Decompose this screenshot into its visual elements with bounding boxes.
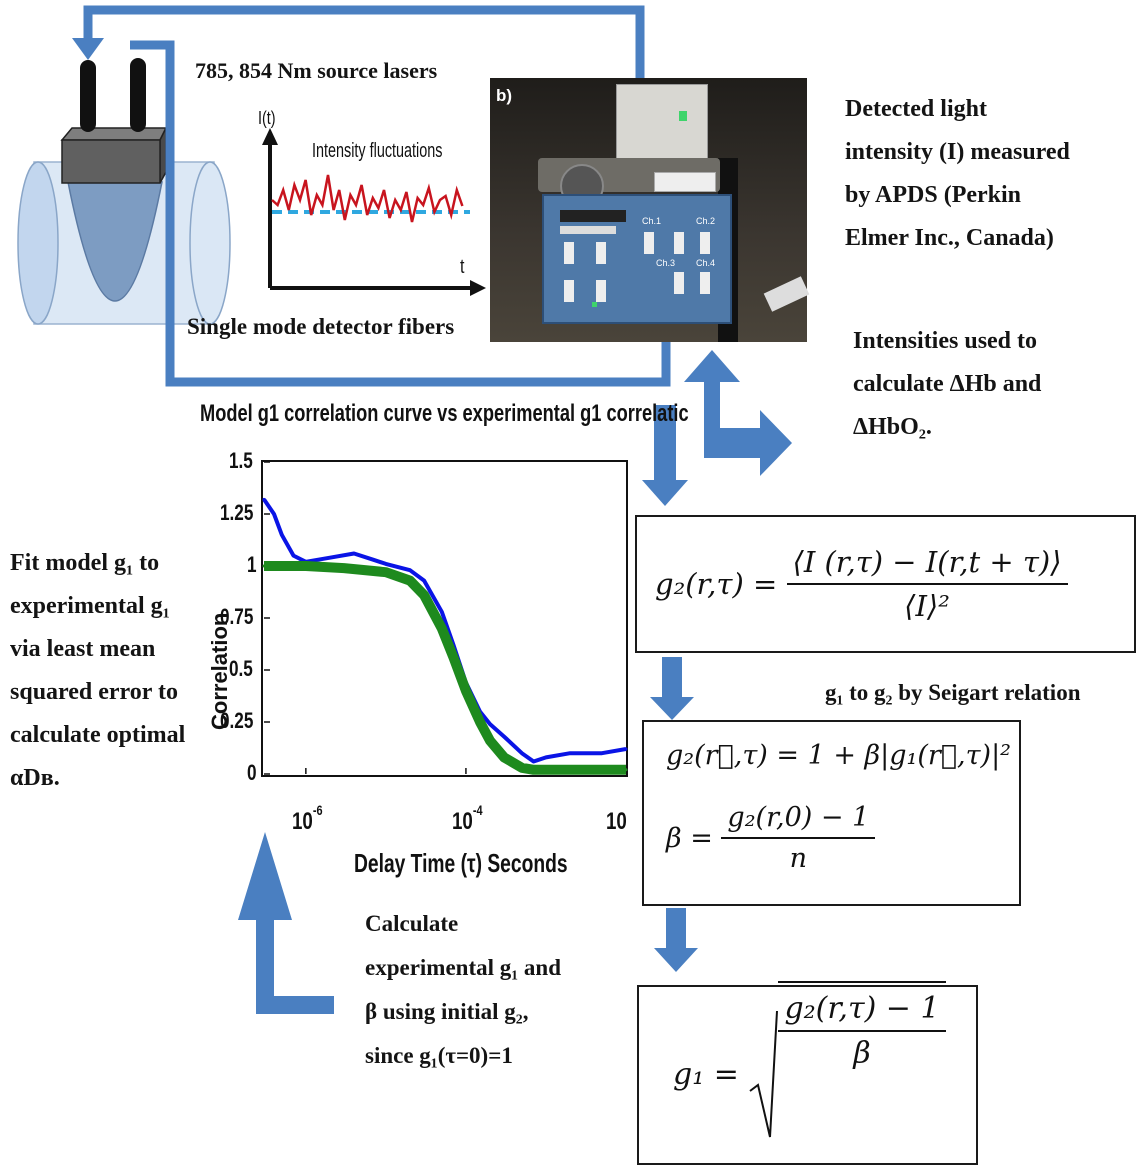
experimental-data-point (408, 568, 412, 572)
g1-box: g₁ = g₂(r,τ) − 1 β (637, 981, 978, 1165)
model-data-point (478, 720, 482, 724)
source-lasers-label: 785, 854 Nm source lasers (195, 58, 438, 83)
siegert-equation: g₂(r⃗,τ) = 1 + β|g₁(r⃗,τ)|² (666, 740, 1011, 771)
chart-x-label: Delay Time (τ) Seconds (354, 848, 568, 878)
chart-title: Model g1 correlation curve vs experiment… (200, 400, 689, 427)
experimental-data-point (520, 751, 524, 755)
experimental-data-point (600, 751, 604, 755)
channel-label-1: Ch.1 (642, 216, 662, 226)
y-tick-label: 0.25 (220, 708, 254, 733)
experimental-data-point (532, 760, 536, 763)
y-tick-label: 0.5 (229, 656, 253, 681)
experimental-data-point (422, 579, 426, 583)
experimental-data-point (488, 722, 492, 726)
y-tick-label: 1.5 (229, 448, 253, 473)
model-data-point (544, 768, 548, 772)
apd-module: Ch.1 Ch.2 Ch.3 Ch.4 (542, 194, 732, 324)
y-tick-label: 0.75 (220, 604, 254, 629)
x-tick-label: 10-4 (451, 802, 483, 835)
model-data-point (422, 593, 426, 597)
channel-label-4: Ch.4 (696, 258, 716, 268)
experimental-data-point (272, 512, 276, 516)
experimental-data-point (280, 533, 284, 537)
flow-arrows (238, 350, 792, 1014)
g2-equation: g₂(r,τ) = ⟨I (r,τ) − I(r,t + τ)⟩ ⟨I⟩² (655, 539, 1068, 629)
y-tick-label: 1.25 (220, 500, 254, 525)
experimental-data-point (568, 751, 572, 755)
experimental-data-point (384, 562, 388, 566)
model-data-point (582, 768, 586, 772)
model-data-point (502, 755, 506, 759)
siegert-box: g₂(r⃗,τ) = 1 + β|g₁(r⃗,τ)|² β = g₂(r,0) … (642, 720, 1021, 906)
experimental-data-point (292, 554, 295, 558)
optode-probe (60, 58, 168, 184)
beta-equation: β = g₂(r,0) − 1 n (666, 802, 876, 874)
model-data-point (464, 689, 468, 693)
y-tick-label: 0 (247, 760, 257, 785)
experimental-data-point (440, 610, 444, 614)
channel-label-2: Ch.2 (696, 216, 716, 226)
model-data-point (384, 570, 388, 574)
experimental-data-point (372, 558, 375, 562)
experimental-data-point (352, 552, 356, 555)
model-data-point (342, 566, 346, 570)
intensities-label: Intensities used to calculate ΔHb and ΔH… (853, 328, 1042, 440)
x-tick-label: 10 (606, 808, 627, 835)
correlation-chart (261, 460, 628, 777)
experimental-data-point (624, 747, 628, 751)
channel-label-3: Ch.3 (656, 258, 676, 268)
arrow-head-laser-in (72, 38, 104, 60)
model-data-point (532, 768, 536, 772)
detector-fibers-label: Single mode detector fibers (187, 314, 455, 339)
head-phantom (17, 161, 231, 325)
inset-title: Intensity fluctuations (312, 140, 443, 162)
model-data-point (408, 579, 412, 583)
model-data-point (488, 739, 492, 743)
y-tick-label: 1 (247, 552, 257, 577)
x-tick-label: 10-6 (291, 802, 323, 835)
model-data-point (440, 626, 444, 630)
apd-photo: Ch.1 Ch.2 Ch.3 Ch.4 b) (490, 78, 810, 342)
inset-x-label: t (460, 256, 465, 278)
siegert-label: g₁ to g₂ by Seigart relation (825, 680, 1081, 705)
detected-light-label: Detected light intensity (I) measured by… (845, 96, 1070, 251)
fit-model-label: Fit model g₁ to experimental g₁ via leas… (10, 550, 186, 791)
model-data-point (262, 564, 266, 568)
model-data-point (304, 564, 308, 568)
g1-equation: g₁ = g₂(r,τ) − 1 β (673, 981, 946, 1139)
inset-y-label: I(t) (258, 108, 276, 128)
g2-definition-box: g₂(r,τ) = ⟨I (r,τ) − I(r,t + τ)⟩ ⟨I⟩² (635, 515, 1136, 653)
panel-letter: b) (496, 86, 513, 105)
calc-experimental-label: Calculate experimental g₁ and β using in… (365, 911, 561, 1068)
model-data-point (624, 768, 628, 772)
model-data-point (520, 766, 524, 770)
experimental-data-point (502, 735, 506, 739)
experimental-data-point (262, 497, 266, 501)
experimental-data-point (328, 556, 332, 560)
experimental-data-point (544, 755, 548, 759)
intensity-inset (262, 128, 486, 296)
sqrt-sign (749, 1010, 779, 1138)
power-box (616, 84, 708, 166)
model-data-point (452, 656, 455, 659)
